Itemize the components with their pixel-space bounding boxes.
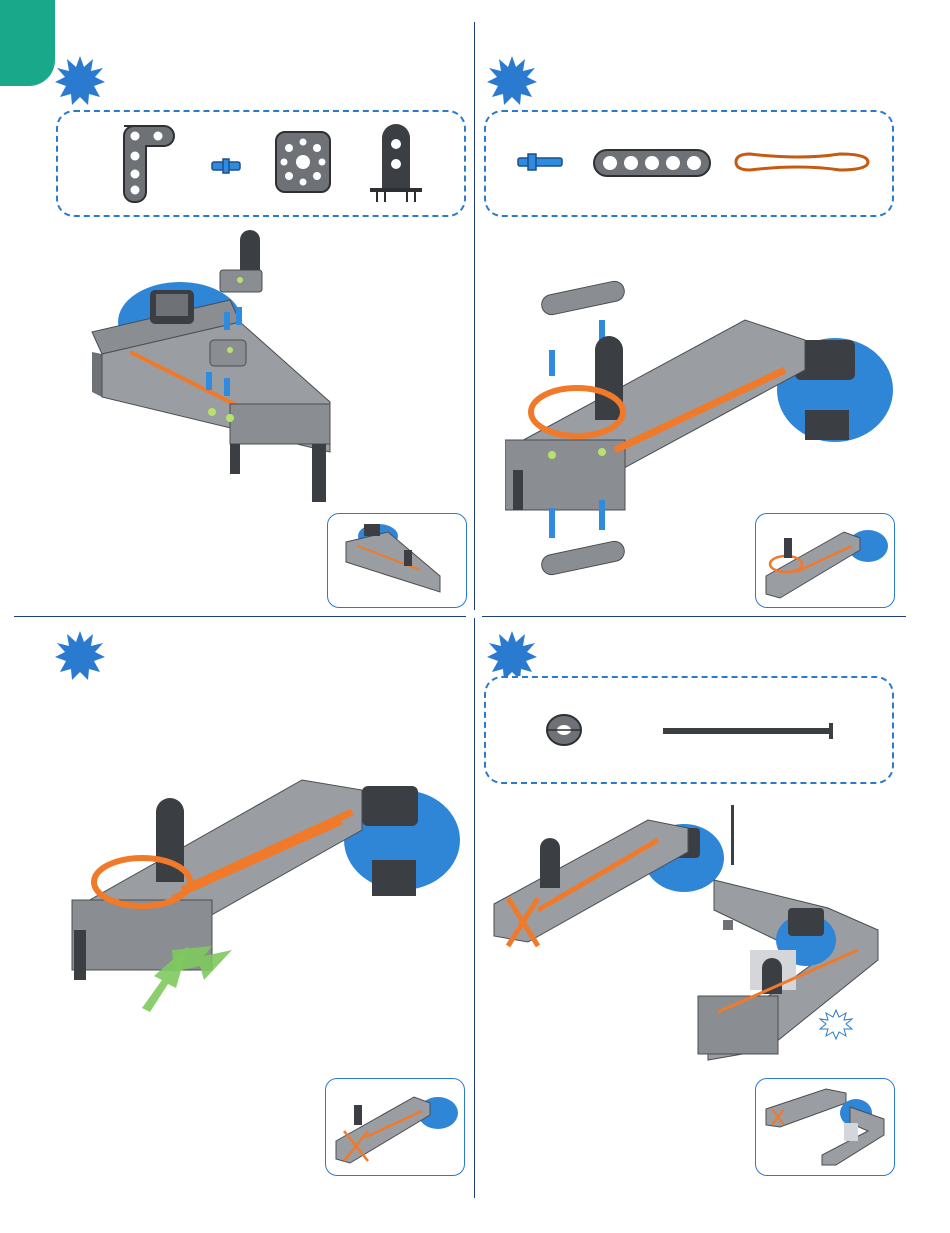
vertical-divider-top [474, 22, 475, 610]
step-1-marker [55, 55, 105, 105]
starburst-icon [487, 55, 537, 105]
step-3-thumbnail [325, 1078, 465, 1176]
starburst-icon [55, 55, 105, 105]
long-peg-icon [518, 154, 562, 170]
step-4-marker [487, 630, 537, 680]
step-2-thumbnail [755, 513, 895, 608]
rubber-band-icon [736, 154, 868, 170]
starburst-icon [55, 630, 105, 680]
spacer-icon [547, 715, 581, 745]
axle-rod-icon [663, 723, 833, 739]
step-3-marker [55, 630, 105, 680]
section-tab [0, 0, 55, 86]
step-4-assembly-illustration [488, 800, 888, 1068]
vertical-divider-bottom [474, 618, 475, 1198]
step-4-parts-box [484, 676, 894, 784]
five-hole-beam-icon [594, 150, 710, 176]
step-3-assembly-illustration [62, 750, 462, 1015]
upright-bracket-icon [370, 124, 422, 202]
horizontal-divider-left [14, 616, 466, 617]
step-1-parts-box [56, 110, 466, 217]
l-beam-icon [124, 126, 174, 202]
step-2-parts-box [484, 110, 894, 217]
step-1-thumbnail [327, 513, 467, 608]
square-plate-icon [276, 132, 330, 192]
connector-peg-icon [212, 159, 240, 173]
starburst-icon [487, 630, 537, 680]
step-2-marker [487, 55, 537, 105]
starburst-outline-icon [820, 1010, 852, 1039]
step-4-thumbnail [755, 1078, 895, 1176]
step-1-assembly-illustration [80, 222, 350, 512]
horizontal-divider-right [482, 616, 906, 617]
